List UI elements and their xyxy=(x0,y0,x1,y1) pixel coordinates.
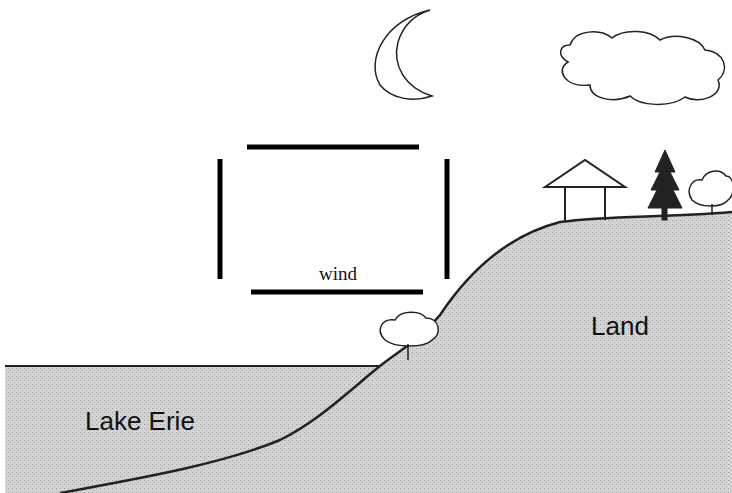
moon-symbol xyxy=(375,10,432,99)
land-label: Land xyxy=(591,311,649,342)
land-surface xyxy=(380,212,732,366)
land-mass xyxy=(60,212,732,493)
wind-label: wind xyxy=(319,263,357,285)
bush-symbol xyxy=(689,171,732,215)
answer-frame xyxy=(220,147,447,292)
tree-symbol xyxy=(648,150,682,220)
lake-bottom xyxy=(60,366,380,493)
lake-surface xyxy=(5,365,380,367)
bush-symbol xyxy=(380,312,438,360)
cloud-symbol xyxy=(561,31,725,104)
lake-label: Lake Erie xyxy=(85,406,195,437)
house-symbol xyxy=(545,160,625,221)
